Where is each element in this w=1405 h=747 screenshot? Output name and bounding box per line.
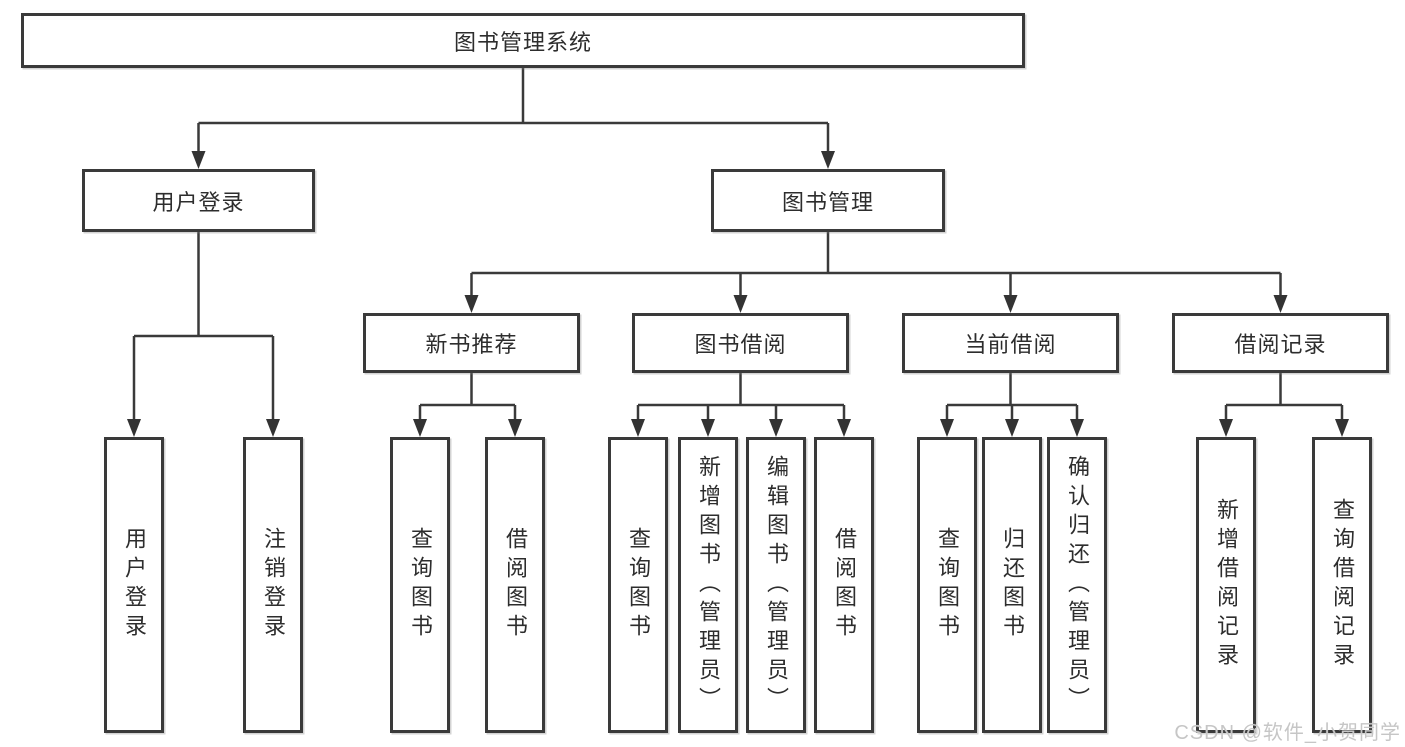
- leaf-borrow-books-recommend: 借阅图书: [485, 437, 545, 733]
- leaf-logout: 注销登录: [243, 437, 303, 733]
- arrowhead: [1273, 295, 1288, 313]
- leaf-borrow-books: 借阅图书: [814, 437, 874, 733]
- arrowhead: [837, 419, 851, 437]
- leaf-label: 借阅图书: [832, 527, 857, 643]
- node-book-borrowing: 图书借阅: [632, 313, 849, 373]
- arrowhead: [191, 151, 206, 169]
- node-current-borrowing: 当前借阅: [902, 313, 1119, 373]
- arrowhead: [701, 419, 715, 437]
- leaf-return-books: 归还图书: [982, 437, 1042, 733]
- leaf-user-login: 用户登录: [104, 437, 164, 733]
- arrowhead: [769, 419, 783, 437]
- leaf-label: 查询图书: [626, 527, 651, 643]
- leaf-confirm-return-admin: 确认归还（管理员）: [1047, 437, 1107, 733]
- connector-current-children: [945, 373, 1079, 421]
- leaf-add-books-admin: 新增图书（管理员）: [678, 437, 738, 733]
- leaf-label: 注销登录: [261, 527, 286, 643]
- arrowhead: [1070, 419, 1084, 437]
- leaf-add-borrow-record: 新增借阅记录: [1196, 437, 1256, 733]
- leaf-label: 查询图书: [408, 527, 433, 643]
- leaf-label: 归还图书: [1000, 527, 1025, 643]
- arrowhead: [821, 151, 835, 169]
- node-book-management: 图书管理: [711, 169, 945, 232]
- arrowhead: [1219, 419, 1233, 437]
- arrowhead: [508, 419, 522, 437]
- leaf-label: 确认归还（管理员）: [1065, 454, 1090, 716]
- leaf-query-books: 查询图书: [608, 437, 668, 733]
- arrowhead: [1335, 419, 1349, 437]
- arrowhead: [940, 419, 954, 437]
- leaf-label: 借阅图书: [503, 527, 528, 643]
- connector-records-children: [1224, 373, 1344, 421]
- leaf-label: 新增借阅记录: [1214, 498, 1239, 672]
- arrowhead: [464, 295, 479, 313]
- arrowhead: [1003, 295, 1018, 313]
- connector-borrowing-children: [636, 373, 846, 421]
- arrowhead: [266, 419, 280, 437]
- leaf-label: 查询图书: [935, 527, 960, 643]
- connector-root-to-level2: [197, 68, 830, 153]
- node-new-book-recommendation: 新书推荐: [363, 313, 580, 373]
- connector-book-mgmt-children: [470, 232, 1282, 297]
- leaf-label: 新增图书（管理员）: [696, 454, 721, 716]
- node-library-management-system: 图书管理系统: [21, 13, 1025, 68]
- leaf-query-books-recommend: 查询图书: [390, 437, 450, 733]
- arrowhead: [631, 419, 645, 437]
- leaf-edit-books-admin: 编辑图书（管理员）: [746, 437, 806, 733]
- node-user-login: 用户登录: [82, 169, 315, 232]
- connector-new-book-children: [418, 373, 517, 421]
- arrowhead: [127, 419, 141, 437]
- leaf-label: 用户登录: [122, 527, 147, 643]
- leaf-label: 编辑图书（管理员）: [764, 454, 789, 716]
- arrowhead: [1005, 419, 1019, 437]
- connector-user-login-children: [132, 232, 275, 421]
- node-borrowing-records: 借阅记录: [1172, 313, 1389, 373]
- arrowhead: [413, 419, 427, 437]
- arrowhead: [733, 295, 748, 313]
- leaf-query-books-current: 查询图书: [917, 437, 977, 733]
- leaf-label: 查询借阅记录: [1330, 498, 1355, 672]
- leaf-query-borrow-record: 查询借阅记录: [1312, 437, 1372, 733]
